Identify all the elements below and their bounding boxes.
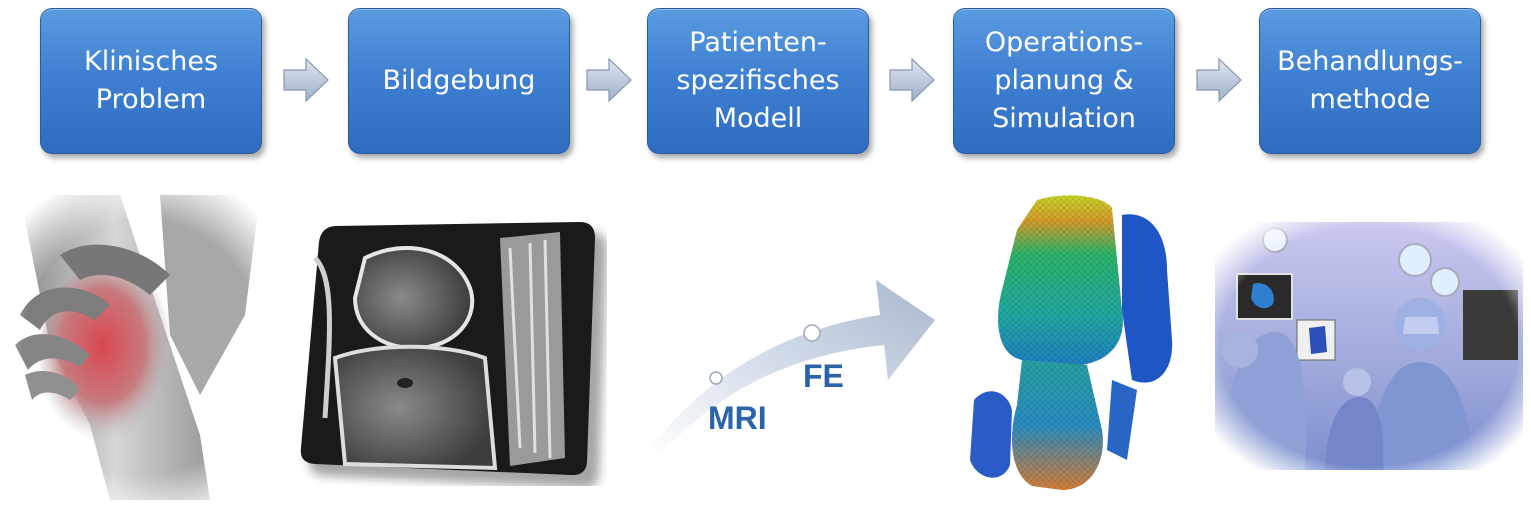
step-box-treatment: Behandlungs- methode	[1259, 8, 1481, 154]
step-box-patient-model: Patienten- spezifisches Modell	[647, 8, 869, 154]
flow-arrow-icon	[586, 57, 632, 103]
mri-label: MRI	[708, 400, 767, 436]
mri-to-fe-curve-arrow	[648, 280, 935, 455]
flow-arrow-icon	[1196, 57, 1242, 103]
step-box-surgery-planning: Operations- planung & Simulation	[953, 8, 1175, 154]
fe-label: FE	[803, 358, 844, 394]
operating-room-photo	[1215, 222, 1523, 470]
flow-arrow-icon	[283, 57, 329, 103]
knee-fe-model-render	[970, 195, 1173, 491]
knee-pain-photo	[0, 195, 285, 500]
knee-mri-scan	[300, 222, 607, 486]
flow-arrow-icon	[889, 57, 935, 103]
step-box-imaging: Bildgebung	[348, 8, 570, 154]
step-box-clinical-problem: Klinisches Problem	[40, 8, 262, 154]
